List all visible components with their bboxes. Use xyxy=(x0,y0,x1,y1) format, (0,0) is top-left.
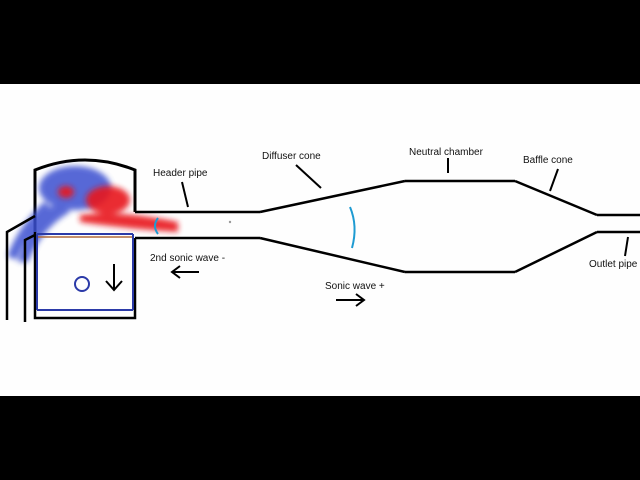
label-outlet-pipe: Outlet pipe xyxy=(589,259,638,270)
speck xyxy=(228,220,232,224)
port-inner-wall xyxy=(23,233,36,322)
baffle-cone-top xyxy=(514,179,598,217)
cylinder-wall xyxy=(33,232,137,320)
letterbox-bottom xyxy=(0,396,640,480)
diffuser-cone-top xyxy=(259,179,406,214)
label-diffuser-cone: Diffuser cone xyxy=(262,151,321,162)
wave-front-diffuser xyxy=(349,206,356,249)
wave-front-header xyxy=(154,217,159,235)
port-outer-wall xyxy=(5,214,36,320)
letterbox-top xyxy=(0,0,640,84)
exhaust-gas-hot xyxy=(58,186,178,232)
leader-header-pipe xyxy=(181,181,189,208)
piston-down-arrow-icon xyxy=(105,264,123,292)
label-sonic-wave: Sonic wave + xyxy=(325,281,385,292)
leader-diffuser-cone xyxy=(295,164,322,189)
label-second-sonic-wave: 2nd sonic wave - xyxy=(150,253,225,264)
diffuser-cone-bottom xyxy=(259,236,406,274)
label-baffle-cone: Baffle cone xyxy=(523,155,573,166)
arrow-left-icon xyxy=(170,265,199,279)
baffle-cone-bottom xyxy=(514,230,598,274)
diagram-canvas xyxy=(0,84,640,396)
leader-outlet-pipe xyxy=(624,236,629,257)
arrow-right-icon xyxy=(336,293,366,307)
cylinder-head-outline xyxy=(33,158,137,232)
label-neutral-chamber: Neutral chamber xyxy=(409,147,484,158)
piston xyxy=(36,233,134,311)
leader-baffle-cone xyxy=(549,168,559,192)
label-header-pipe: Header pipe xyxy=(153,168,208,179)
wrist-pin-icon xyxy=(74,276,90,292)
